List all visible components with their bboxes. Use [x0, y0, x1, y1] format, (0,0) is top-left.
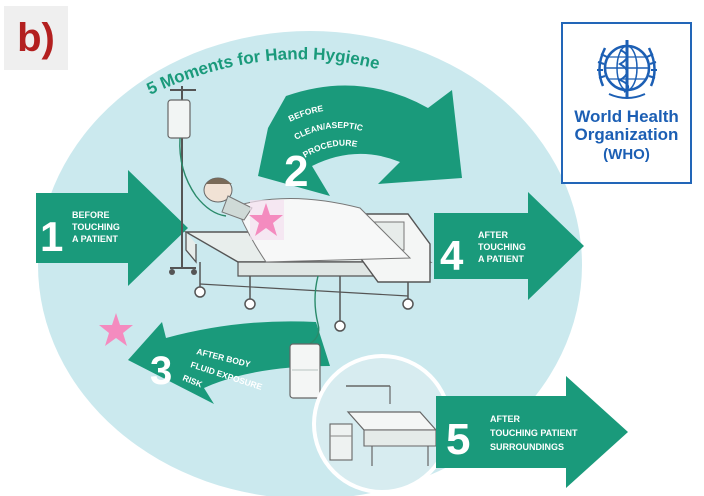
moment-5-line-2: TOUCHING PATIENT — [490, 428, 578, 438]
who-name-line-1: World Health — [574, 107, 679, 126]
moment-4-line-3: A PATIENT — [478, 254, 524, 264]
moment-2-number: 2 — [284, 147, 308, 196]
moment-1-line-1: BEFORE — [72, 210, 110, 220]
moment-5-number: 5 — [446, 415, 470, 464]
moment-4-arrow: 4 AFTER TOUCHING A PATIENT — [434, 192, 584, 300]
moment-3-arrow: 3 AFTER BODY FLUID EXPOSURE RISK — [128, 321, 330, 404]
moment-3-number: 3 — [150, 349, 172, 393]
moment-1-number: 1 — [40, 213, 63, 260]
who-emblem-icon — [596, 40, 657, 99]
moment-4-number: 4 — [440, 232, 464, 279]
moment-5-line-1: AFTER — [490, 414, 520, 424]
star-marker-patient — [249, 200, 284, 240]
who-logo: World Health Organization (WHO) — [561, 22, 692, 184]
moment-4-line-2: TOUCHING — [478, 242, 526, 252]
star-marker-fluid — [99, 313, 133, 346]
moment-4-line-1: AFTER — [478, 230, 508, 240]
moment-5-line-3: SURROUNDINGS — [490, 442, 564, 452]
moment-1-arrow: 1 BEFORE TOUCHING A PATIENT — [36, 170, 188, 286]
moment-1-line-3: A PATIENT — [72, 234, 118, 244]
moment-5-arrow: 5 AFTER TOUCHING PATIENT SURROUNDINGS — [436, 376, 628, 488]
panel-label: b) — [4, 6, 68, 70]
patient-bed-illustration — [167, 86, 433, 399]
who-abbreviation: (WHO) — [603, 146, 650, 163]
moment-1-line-2: TOUCHING — [72, 222, 120, 232]
who-name-line-2: Organization — [574, 125, 679, 144]
surroundings-illustration — [312, 354, 452, 494]
moment-2-arrow: 2 BEFORE CLEAN/ASEPTIC PROCEDURE — [258, 85, 462, 196]
